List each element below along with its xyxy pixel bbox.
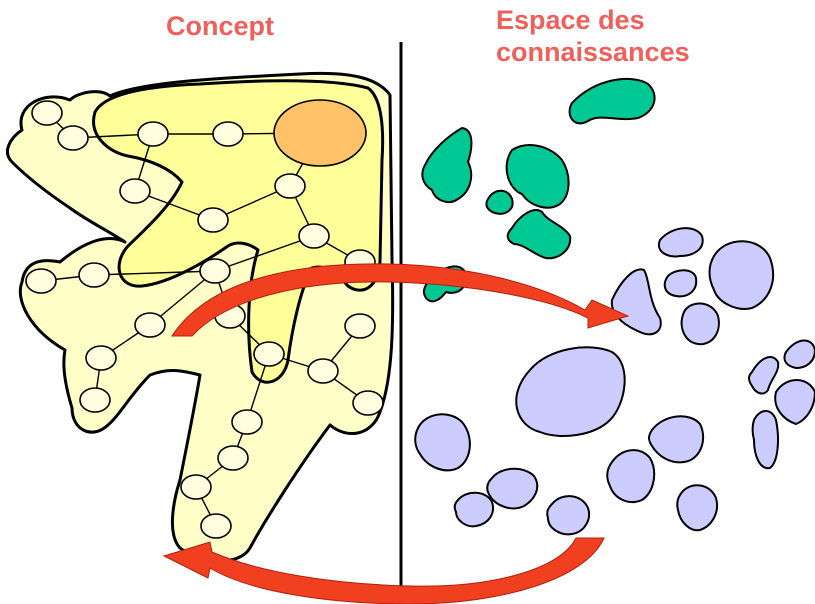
knowledge-blob-lavender-13 (607, 450, 654, 502)
concept-node (138, 122, 168, 146)
knowledge-blob-lavender-9 (775, 380, 815, 424)
concept-node (32, 101, 62, 125)
knowledge-blob-lavender-15 (455, 493, 493, 527)
highlighted-concept-node (274, 100, 366, 166)
concept-node (135, 313, 165, 337)
knowledge-blob-lavender-8 (784, 340, 815, 368)
concept-node (345, 314, 375, 338)
concept-node (181, 475, 211, 499)
knowledge-blob-green-5 (508, 210, 570, 258)
knowledge-blob-lavender-14 (487, 469, 537, 509)
concept-node (275, 174, 305, 198)
concept-node (218, 446, 248, 470)
knowledge-blob-green-2 (422, 128, 471, 202)
knowledge-blob-lavender-1 (659, 228, 703, 256)
concept-node (299, 224, 329, 248)
concept-node (58, 126, 88, 150)
concept-node (308, 359, 338, 383)
knowledge-blob-lavender-3 (665, 270, 696, 296)
concept-node (120, 179, 150, 203)
concept-node (232, 410, 262, 434)
knowledge-blob-lavender-2 (710, 241, 774, 309)
knowledge-blob-lavender-11 (415, 414, 470, 470)
concept-node (198, 208, 228, 232)
concept-node (86, 346, 116, 370)
concept-node (79, 263, 109, 287)
concept-node (80, 388, 110, 412)
knowledge-blob-green-1 (570, 79, 655, 123)
concept-node (353, 391, 383, 415)
knowledge-blob-green-3 (507, 145, 569, 208)
knowledge-blob-lavender-10 (753, 411, 779, 468)
knowledge-blob-lavender-7 (749, 357, 778, 393)
concept-node (213, 122, 243, 146)
knowledge-blob-lavender-6 (516, 347, 624, 436)
knowledge-blob-green-4 (486, 191, 512, 214)
concept-node (254, 342, 284, 366)
knowledge-blob-lavender-5 (682, 303, 719, 344)
knowledge-blob-lavender-12 (649, 416, 703, 462)
concept-node (200, 259, 230, 283)
knowledge-blob-lavender-16 (547, 496, 589, 534)
knowledge-blob-lavender-4 (612, 269, 661, 334)
concept-node (26, 269, 56, 293)
knowledge-blob-lavender-17 (677, 485, 717, 530)
concept-node (201, 514, 231, 538)
